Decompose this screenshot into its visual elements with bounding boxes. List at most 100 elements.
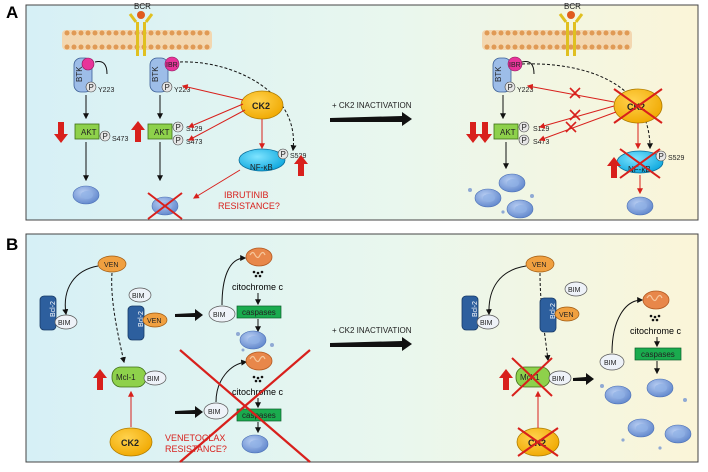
cell-right-nfkb — [626, 196, 654, 216]
cytochrome-dots-top — [252, 270, 264, 278]
bim-free-right — [599, 353, 625, 371]
mitochondrion-top — [245, 247, 273, 267]
caspases-label-top: caspases — [242, 308, 276, 317]
ck2-inactivation-label-a: + CK2 INACTIVATION — [332, 101, 412, 110]
arrow-mcl1-bim-right — [573, 373, 594, 385]
bim-mcl1-right — [548, 370, 572, 386]
btk-phospho-right: P — [508, 83, 513, 92]
nfkb-arrow-resistance — [192, 169, 241, 199]
venetoclax-resistance-line1: VENETOCLAX — [165, 433, 225, 443]
blocked-arrows-a — [526, 83, 641, 150]
cytochrome-dots-bottom — [252, 375, 264, 383]
btk-ibr-middle: BTK IBR P Y223 — [149, 56, 190, 94]
akt-label-middle: AKT — [154, 128, 170, 137]
panel-a-label: A — [6, 3, 18, 22]
y223-label-middle: Y223 — [174, 87, 190, 94]
caspases-box-top — [236, 305, 282, 319]
akt-box-left — [74, 123, 100, 140]
cell-bottom-blocked — [241, 434, 269, 454]
bcl2-label-right: Bcl-2 — [472, 301, 479, 317]
mitochondrion-bottom — [245, 351, 273, 371]
panel-b-background — [25, 233, 699, 463]
caspases-box-bottom — [236, 408, 282, 422]
bim-mcl1-right-label: BIM — [552, 376, 565, 383]
bcr-label-left: BCR — [134, 2, 151, 11]
venetoclax-resistance-line2: RESISTANCE? — [165, 444, 227, 454]
akt-p2-right: P — [522, 136, 527, 145]
ven-node-left — [97, 255, 127, 273]
inactivation-arrow-a — [330, 112, 412, 126]
panel-b: B Bcl-2 BIM VEN BIM Bcl-2 VEN BIM — [6, 233, 699, 463]
bim-mcl1-left — [143, 370, 167, 386]
arrow-ven-bcl2 — [62, 265, 99, 316]
arrow-complex-bim — [175, 309, 203, 321]
cytochrome-label-top: citochrome c — [232, 282, 284, 292]
crossed-cell-middle — [147, 192, 183, 220]
bcr-receptor-right — [558, 11, 584, 56]
arrow-bim-mito-right — [611, 297, 644, 354]
s473-label-left: S473 — [112, 136, 128, 143]
ibr-label-right: IBR — [509, 62, 521, 69]
arrow-ven-bcl2-right — [485, 265, 527, 316]
bim-label-left: BIM — [58, 320, 71, 327]
dashed-arrow-ven-mcl1 — [111, 272, 126, 364]
ck2-cross-a — [613, 88, 663, 124]
s129-label-middle: S129 — [186, 126, 202, 133]
ibr-label-middle: IBR — [166, 62, 178, 69]
btk-phospho-left: P — [89, 83, 94, 92]
ven-label-right: VEN — [532, 262, 546, 269]
apoptotic-cells-top — [236, 330, 274, 352]
akt-label-right: AKT — [500, 128, 516, 137]
btk-label-left: BTK — [75, 66, 84, 82]
dashed-arrow-btk-nfkb — [179, 61, 297, 152]
ibrutinib-resistance-line2: RESISTANCE? — [218, 201, 280, 211]
bim-label-right: BIM — [480, 320, 493, 327]
btk-left: BTK P Y223 — [73, 57, 114, 94]
inactivation-arrow-b — [330, 337, 412, 351]
ck2-node-b — [109, 427, 153, 457]
arrow-bim-mito-top — [221, 255, 247, 306]
panel-a: A BCR BTK P Y223 AKT P S473 — [6, 2, 699, 221]
akt-p1-right: P — [522, 123, 527, 132]
bim-label-complex: BIM — [132, 293, 145, 300]
ibrutinib-resistance-line1: IBRUTINIB — [224, 190, 269, 200]
dashed-arrow-btk-nfkb-right — [521, 63, 653, 150]
cell-membrane-right — [482, 30, 632, 50]
s473-label-right: S473 — [533, 139, 549, 146]
bim-free-top — [208, 305, 236, 323]
nfkb-phospho-a: P — [281, 150, 286, 159]
btk-right: BTK IBR P Y223 — [492, 56, 535, 94]
btk-label-right: BTK — [494, 66, 503, 82]
nfkb-label-right: NF-κB — [628, 165, 651, 174]
caspases-label-bottom: caspases — [242, 411, 276, 420]
bim-free-bottom-label: BIM — [208, 409, 221, 416]
mitochondrion-right — [642, 290, 670, 310]
arrow-to-bim-bottom — [175, 406, 203, 418]
ck2-cross-b — [517, 427, 559, 457]
nfkb-label-a: NF-κB — [250, 163, 273, 172]
ven-node-right — [525, 255, 555, 273]
s529-label-a: S529 — [290, 153, 306, 160]
bim-free-right-label: BIM — [604, 360, 617, 367]
s529-label-right: S529 — [668, 155, 684, 162]
ck2-arrow-s129 — [187, 103, 244, 128]
arrow-bim-mito-bottom — [215, 359, 248, 403]
bim-mcl1-left-label: BIM — [147, 376, 160, 383]
akt-label-left: AKT — [81, 128, 97, 137]
bim-label-complex-right: BIM — [568, 287, 581, 294]
bim-free-bottom — [203, 402, 229, 420]
btk-label-middle: BTK — [151, 66, 160, 82]
ck2-label-a: CK2 — [252, 101, 270, 111]
akt-p1-middle: P — [176, 123, 181, 132]
bcl2-bim-left: Bcl-2 BIM — [39, 295, 78, 331]
ck2-label-b: CK2 — [121, 438, 139, 448]
bcr-label-right: BCR — [564, 2, 581, 11]
bcl2-ven-complex-right: BIM Bcl-2 VEN — [539, 281, 588, 333]
mcl1-label-left: Mcl-1 — [116, 373, 136, 382]
nfkb-cross-right — [619, 148, 661, 179]
caspases-label-right: caspases — [641, 350, 675, 359]
bcl2-label-complex: Bcl-2 — [138, 311, 145, 327]
y223-label-right: Y223 — [517, 87, 533, 94]
